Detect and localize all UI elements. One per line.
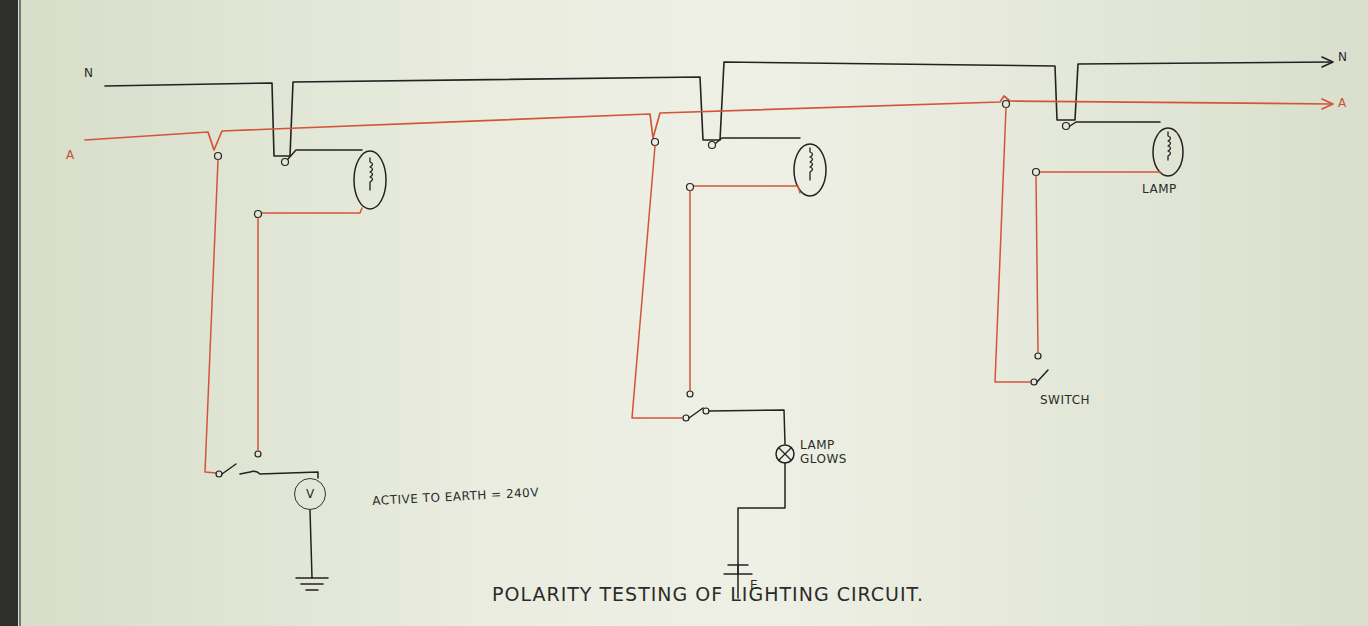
earth-symbol: [724, 573, 752, 574]
bus-label: A: [66, 148, 75, 162]
switch-wire: [257, 218, 259, 450]
switch-wire: [1036, 176, 1038, 352]
active-bus: [85, 96, 1332, 150]
active-drop: [205, 160, 218, 473]
terminal: [687, 391, 693, 397]
switch-blade: [222, 464, 236, 474]
lamp-label: LAMP: [1142, 182, 1177, 196]
terminal: [255, 211, 262, 218]
lamp-symbol: [1153, 128, 1183, 176]
terminal: [683, 415, 689, 421]
earth-lead: [738, 463, 785, 598]
lamp-symbol: [354, 151, 386, 209]
test-lamp-cross: [779, 448, 791, 460]
switch-wire: [694, 186, 800, 193]
test-lamp: [776, 445, 794, 463]
switch-wire: [689, 191, 691, 390]
terminal: [1003, 101, 1010, 108]
terminal: [1033, 169, 1040, 176]
switch-blade: [689, 408, 703, 418]
terminal: [255, 451, 261, 457]
terminal: [703, 408, 709, 414]
terminal: [215, 153, 222, 160]
terminal: [216, 471, 222, 477]
active-drop: [632, 146, 682, 418]
board-edge: [0, 0, 18, 626]
switch-blade: [1037, 370, 1048, 382]
switch-wire: [1040, 172, 1160, 173]
test-lead: [240, 471, 318, 478]
note-text: ACTIVE TO EARTH = 240V: [372, 485, 539, 508]
terminal: [282, 159, 289, 166]
test-lead: [709, 410, 785, 444]
terminal: [1031, 379, 1037, 385]
bus-label: N: [84, 66, 93, 80]
active-drop: [995, 108, 1030, 382]
switch-wire: [262, 208, 362, 213]
bus-label: N: [1338, 50, 1347, 64]
lamp-filament: [370, 158, 373, 190]
earth-symbol: [728, 565, 748, 574]
switch-label: SWITCH: [1040, 393, 1090, 407]
neutral-bus: [105, 62, 1332, 156]
arrow-head: [1322, 99, 1333, 109]
lamp-filament: [810, 148, 813, 180]
voltmeter-circle: V: [294, 478, 326, 510]
earth-lead: [310, 510, 312, 578]
terminal: [652, 139, 659, 146]
lamp-label: LAMP GLOWS: [800, 438, 860, 467]
arrow-head: [1322, 57, 1333, 67]
earth-symbol: [296, 578, 328, 590]
wire: [716, 138, 800, 143]
bus-label: A: [1338, 96, 1347, 110]
lamp-filament: [1168, 132, 1171, 160]
wire: [288, 150, 362, 159]
board-edge-line: [19, 0, 21, 626]
terminal: [709, 142, 716, 149]
terminal: [1063, 123, 1070, 130]
wire: [1070, 122, 1160, 126]
diagram-caption: POLARITY TESTING OF LIGHTING CIRCUIT.: [492, 583, 924, 605]
meter-letter: V: [306, 487, 314, 501]
terminal: [687, 184, 694, 191]
terminal: [1035, 353, 1041, 359]
